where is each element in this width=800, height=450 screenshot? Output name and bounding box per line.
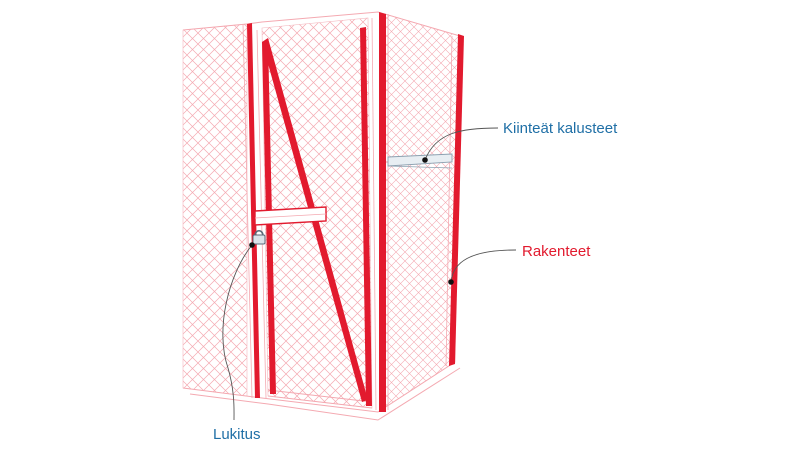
door-frame-right: [360, 27, 372, 406]
callout-lines: [222, 127, 517, 421]
fixed-shelf: [387, 153, 453, 169]
floor-outline: [182, 361, 461, 421]
label-locking: Lukitus: [213, 426, 261, 443]
label-structures: Rakenteet: [522, 243, 591, 260]
door-latch-rail: [254, 206, 327, 226]
label-fixtures: Kiinteät kalusteet: [503, 120, 618, 137]
callout-dot-fixtures: [422, 157, 428, 163]
frame-highlights: [242, 14, 453, 411]
top-outline: [182, 11, 461, 37]
padlock-icon: [252, 229, 266, 245]
callout-line-structures: [450, 249, 517, 283]
left-wall-mesh: [182, 23, 248, 397]
callout-line-fixtures: [424, 127, 499, 161]
callout-dot-structures: [448, 279, 454, 285]
left-post: [247, 23, 260, 398]
callout-dots: [249, 157, 454, 285]
corner-post: [379, 12, 386, 412]
callout-line-locking: [222, 244, 253, 421]
callout-dot-locking: [249, 242, 255, 248]
